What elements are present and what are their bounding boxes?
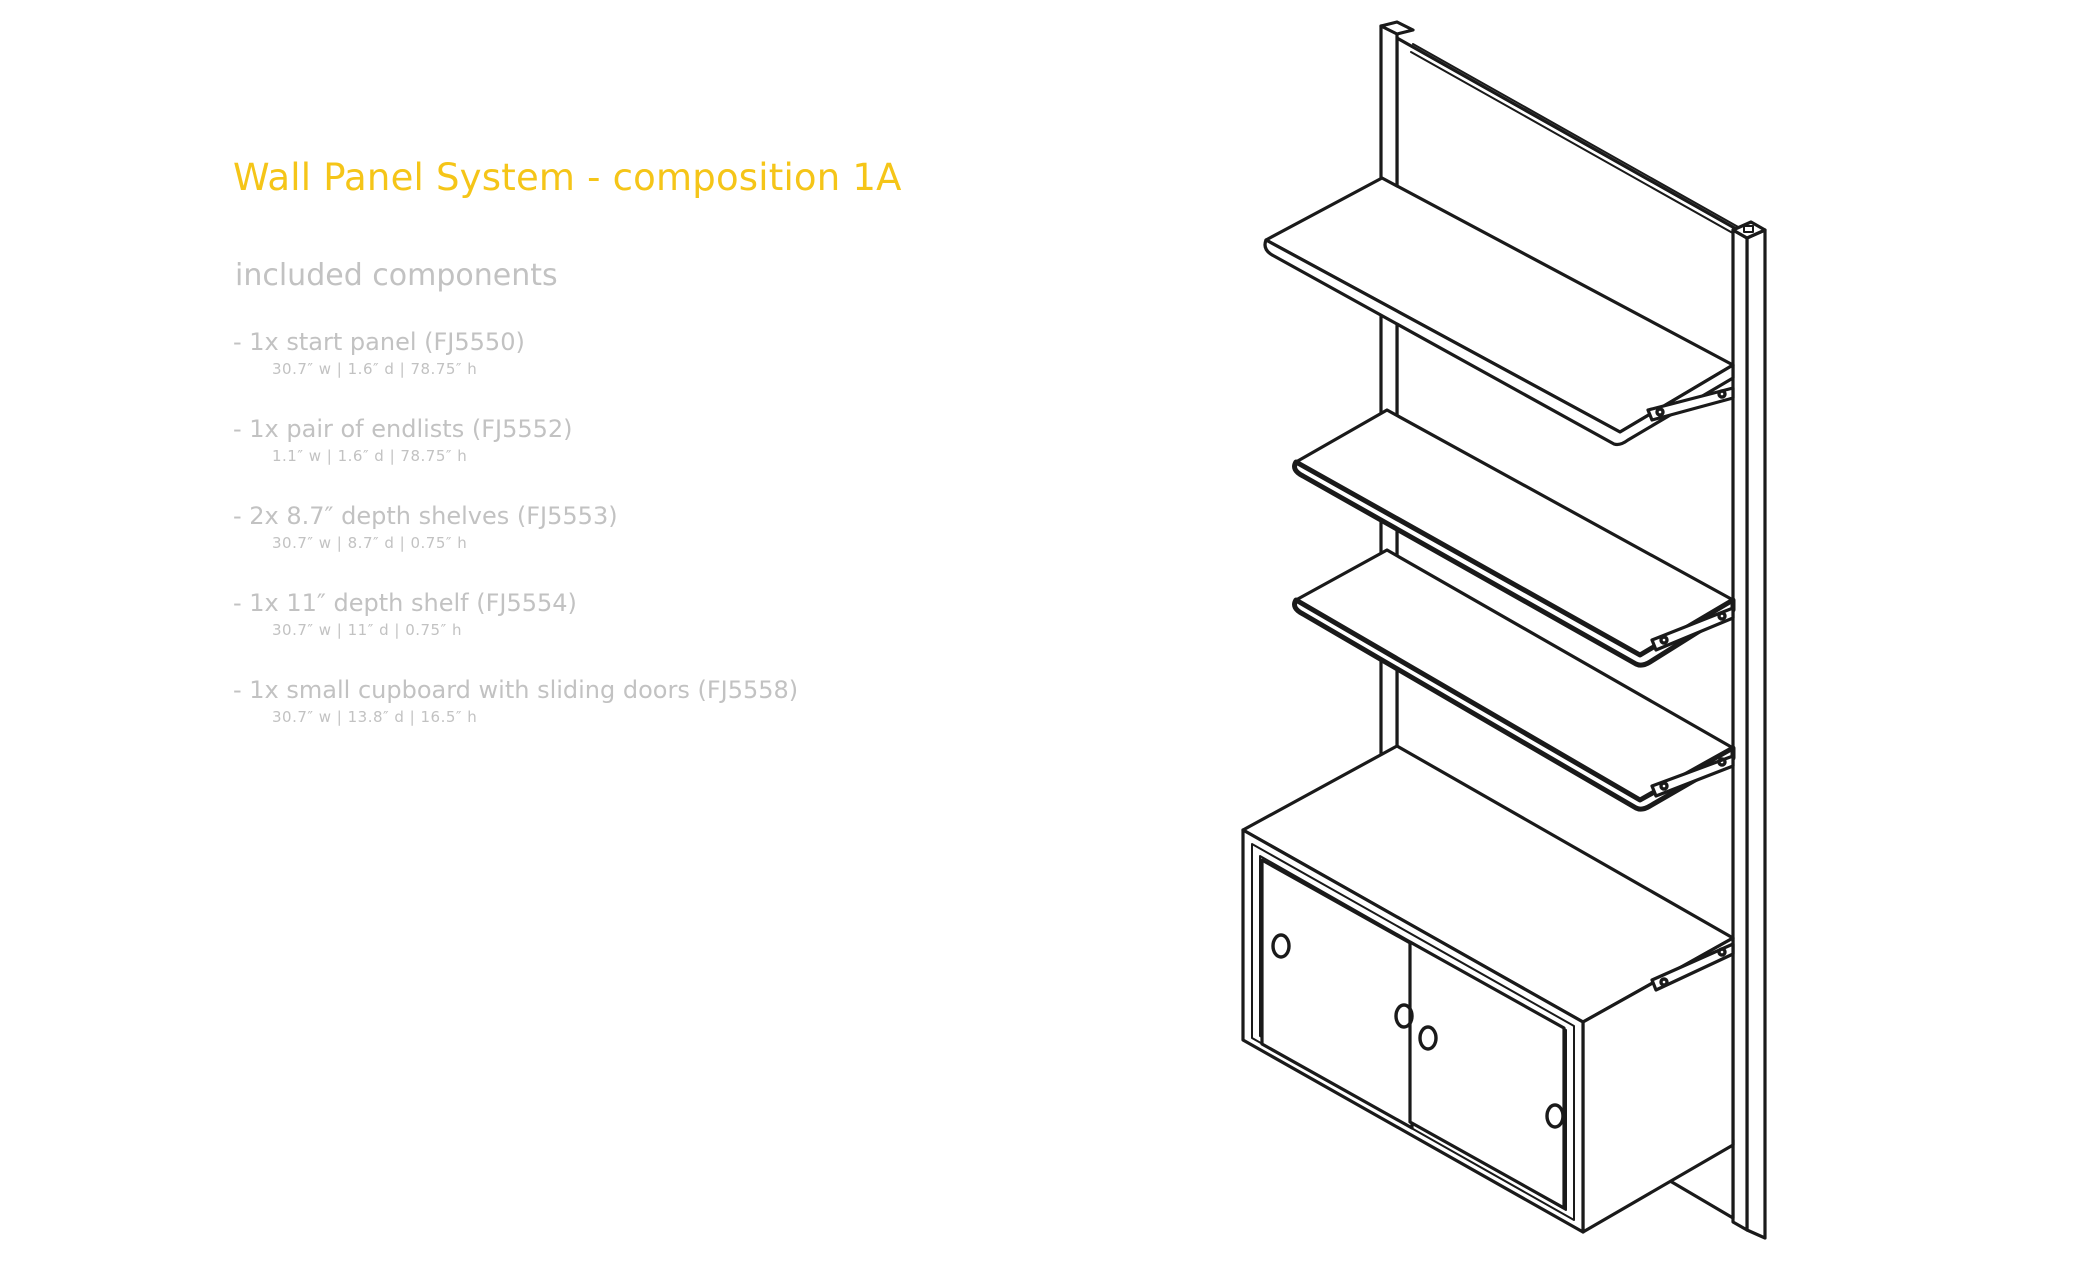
shelf-1-bracket: [1646, 386, 1735, 422]
component-item-endlists: - 1x pair of endlists (FJ5552) 1.1″ w | …: [233, 413, 798, 500]
door-handle-ring: [1271, 933, 1291, 959]
shelf-2-front-lip: [1292, 459, 1736, 668]
component-name: - 1x start panel (FJ5550): [233, 328, 525, 356]
component-dimensions: 30.7″ w | 11″ d | 0.75″ h: [272, 621, 462, 639]
shelf-1-bracket-pin: [1655, 407, 1665, 417]
component-name: - 1x 11″ depth shelf (FJ5554): [233, 589, 577, 617]
page-title: Wall Panel System - composition 1A: [233, 156, 902, 199]
components-heading: included components: [235, 258, 558, 293]
right-upright-slot: [1743, 225, 1754, 233]
shelf-2-bracket: [1650, 606, 1735, 652]
component-name: - 1x pair of endlists (FJ5552): [233, 415, 573, 443]
cupboard-bracket: [1650, 942, 1735, 992]
panel-top-edge: [1412, 43, 1741, 229]
component-dimensions: 1.1″ w | 1.6″ d | 78.75″ h: [272, 447, 468, 465]
shelf-1-bracket-pin: [1717, 389, 1727, 399]
component-dimensions: 30.7″ w | 1.6″ d | 78.75″ h: [272, 360, 478, 378]
door-handle-ring: [1418, 1025, 1438, 1051]
cupboard-bracket-pin: [1659, 977, 1669, 987]
sliding-door-right: [1408, 940, 1566, 1210]
cupboard-bracket-pin: [1717, 947, 1727, 957]
shelf-3-front-lip: [1292, 597, 1736, 812]
shelf-3-bracket-pin: [1717, 757, 1727, 767]
shelf-1-front-lip: [1263, 238, 1735, 447]
shelf-3-bracket-pin: [1659, 781, 1669, 791]
component-dimensions: 30.7″ w | 13.8″ d | 16.5″ h: [272, 708, 478, 726]
shelf-2-bracket-pin: [1717, 611, 1727, 621]
component-name: - 2x 8.7″ depth shelves (FJ5553): [233, 502, 618, 530]
door-handle-ring: [1394, 1003, 1414, 1029]
component-name: - 1x small cupboard with sliding doors (…: [233, 676, 799, 704]
component-item-shelf-11: - 1x 11″ depth shelf (FJ5554) 30.7″ w | …: [233, 587, 798, 674]
right-upright-front: [1745, 228, 1767, 1240]
shelf-3-bracket: [1650, 754, 1735, 798]
wall-panel-drawing: [1241, 20, 1767, 1240]
door-handle-ring: [1545, 1103, 1565, 1129]
shelf-2-bracket-pin: [1659, 635, 1669, 645]
component-dimensions: 30.7″ w | 8.7″ d | 0.75″ h: [272, 534, 468, 552]
right-upright-side: [1731, 228, 1749, 1232]
component-item-shelves-8-7: - 2x 8.7″ depth shelves (FJ5553) 30.7″ w…: [233, 500, 798, 587]
panel-top-edge-inner: [1410, 51, 1739, 237]
sliding-door-left: [1260, 858, 1414, 1130]
left-upright-cap: [1379, 20, 1415, 36]
component-item-start-panel: - 1x start panel (FJ5550) 30.7″ w | 1.6″…: [233, 326, 798, 413]
component-item-cupboard: - 1x small cupboard with sliding doors (…: [233, 674, 798, 761]
component-list: - 1x start panel (FJ5550) 30.7″ w | 1.6″…: [233, 326, 798, 761]
